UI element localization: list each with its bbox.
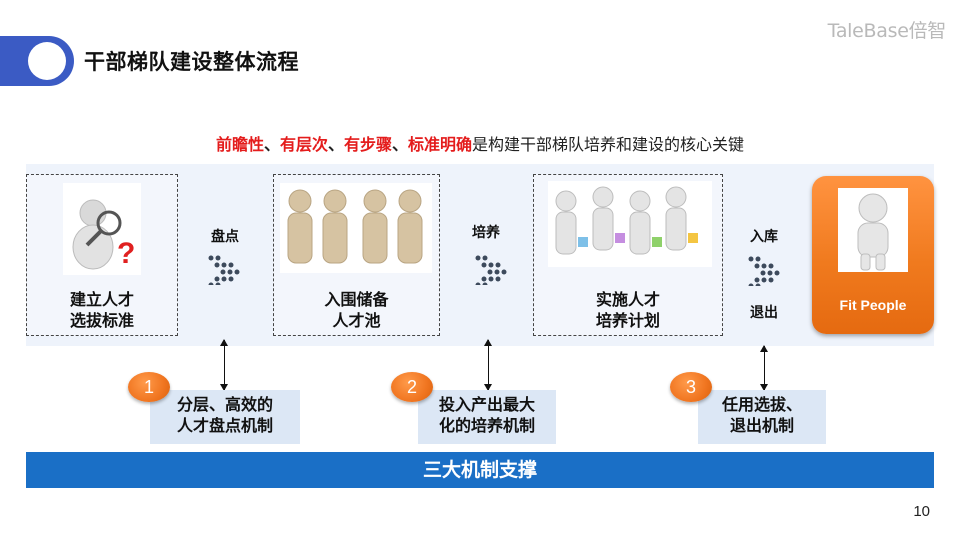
mechanism-3: 任用选拔、 退出机制: [698, 390, 826, 444]
arrow-3-dots: [748, 256, 780, 286]
step-3-label: 实施人才 培养计划: [595, 290, 660, 330]
svg-text:?: ?: [117, 237, 135, 270]
arrow-1-dots: [208, 255, 240, 285]
step-box-3: 实施人才 培养计划: [533, 174, 723, 336]
fit-people-card: Fit People: [812, 176, 934, 334]
mechanism-2: 投入产出最大 化的培养机制: [418, 390, 556, 444]
step-box-1: ? 建立人才 选拔标准: [26, 174, 178, 336]
group-of-figures-icon: [280, 183, 432, 273]
connector-3: [760, 345, 768, 391]
step-1-label: 建立人才 选拔标准: [69, 290, 134, 330]
arrow-2-label: 培养: [472, 225, 500, 241]
step-box-2: 入围储备 人才池: [273, 174, 440, 336]
mechanism-1-badge: 1: [128, 372, 170, 402]
magnifier-person-question-icon: ?: [63, 183, 141, 275]
subtitle-highlight-2: 有层次: [279, 135, 328, 154]
arrow-3-label-top: 入库: [750, 229, 778, 245]
subtitle-highlight-3: 有步骤: [344, 135, 393, 154]
subtitle-highlight-4: 标准明确: [408, 135, 473, 154]
fit-people-label: Fit People: [839, 297, 907, 313]
connector-2: [484, 339, 492, 391]
page-number: 10: [913, 503, 930, 520]
subtitle: 前瞻性、有层次、有步骤、标准明确是构建干部梯队培养和建设的核心关键: [215, 135, 745, 154]
support-bar: 三大机制支撑: [26, 452, 934, 488]
connector-1: [220, 339, 228, 391]
page-title: 干部梯队建设整体流程: [84, 50, 299, 74]
arrow-2-dots: [475, 255, 507, 285]
arrow-1-label: 盘点: [211, 229, 239, 245]
subtitle-rest: 是构建干部梯队培养和建设的核心关键: [472, 135, 745, 154]
subtitle-highlight-1: 前瞻性: [215, 135, 264, 154]
step-2-label: 入围储备 人才池: [324, 290, 389, 330]
mechanism-1: 分层、高效的 人才盘点机制: [150, 390, 300, 444]
title-accent-dot: [28, 42, 66, 80]
mechanism-2-badge: 2: [391, 372, 433, 402]
standing-figure-icon: [838, 188, 908, 272]
figures-with-buckets-icon: [548, 181, 712, 267]
mechanism-3-badge: 3: [670, 372, 712, 402]
arrow-3-label-bottom: 退出: [750, 305, 778, 321]
company-logo: TaleBase倍智: [827, 20, 947, 42]
